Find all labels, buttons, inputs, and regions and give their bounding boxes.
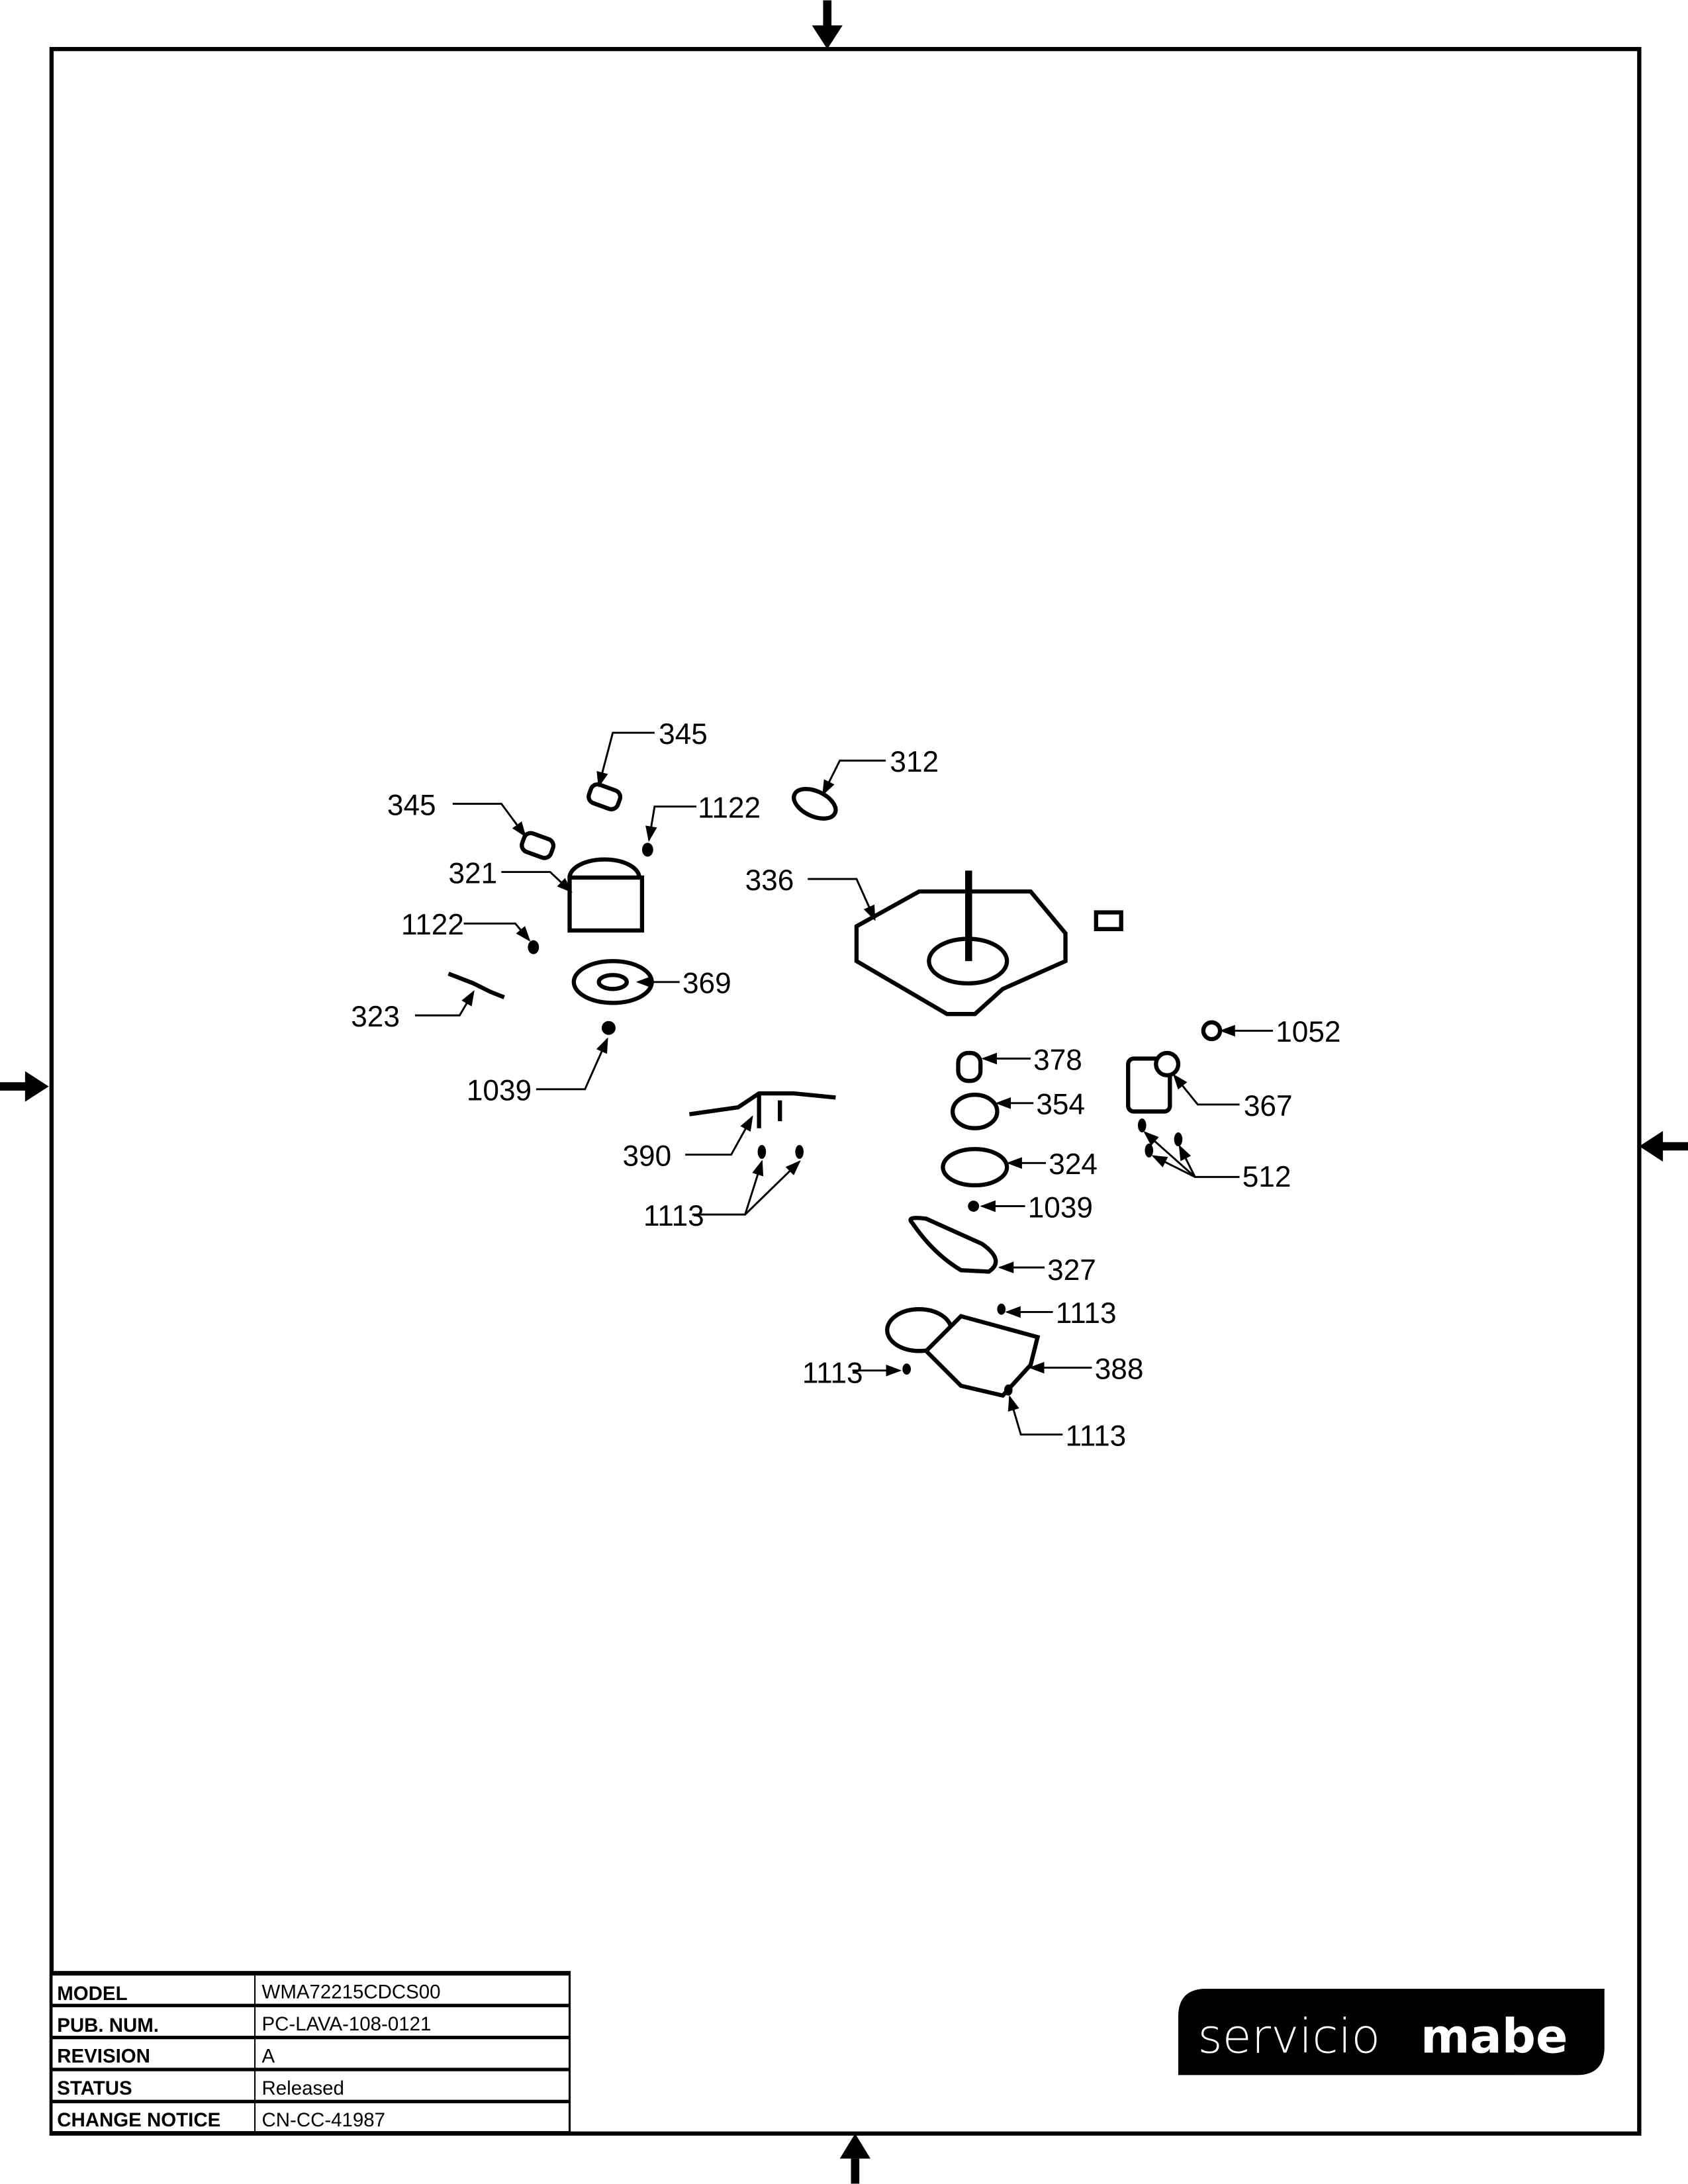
callout-369: 369 — [682, 968, 731, 1000]
callout-345-top: 345 — [659, 718, 708, 751]
callout-367: 367 — [1244, 1090, 1293, 1122]
callout-324: 324 — [1049, 1148, 1098, 1181]
callout-1122-left: 1122 — [401, 909, 464, 941]
callout-1052: 1052 — [1276, 1016, 1340, 1048]
callout-327: 327 — [1047, 1254, 1096, 1287]
callout-312: 312 — [890, 746, 939, 778]
callout-1113-upper-right: 1113 — [1056, 1297, 1117, 1330]
callout-1113-left: 1113 — [643, 1200, 704, 1232]
callout-378: 378 — [1033, 1044, 1082, 1076]
title-value-status: Released — [262, 2077, 344, 2099]
logo-word-servicio: servicio — [1197, 2009, 1380, 2064]
title-label-change-notice: CHANGE NOTICE — [57, 2109, 220, 2131]
servicio-mabe-logo: servicio mabe — [1178, 1988, 1605, 2075]
callout-388: 388 — [1095, 1353, 1144, 1385]
callout-1039-center: 1039 — [1028, 1191, 1093, 1224]
title-value-model: WMA72215CDCS00 — [262, 1981, 441, 2003]
title-value-change-notice: CN-CC-41987 — [262, 2109, 385, 2131]
title-label-status: STATUS — [57, 2077, 132, 2099]
callout-512: 512 — [1243, 1161, 1291, 1193]
callout-390: 390 — [622, 1140, 671, 1173]
parts — [447, 782, 1223, 1398]
title-label-model: MODEL — [57, 1983, 127, 2005]
callout-1122-top: 1122 — [698, 792, 761, 825]
title-value-revision: A — [262, 2045, 275, 2067]
callout-1113-lower-left: 1113 — [802, 1357, 863, 1390]
drawing-border — [49, 46, 1642, 2136]
callout-321: 321 — [448, 857, 497, 889]
callout-345-left: 345 — [387, 789, 436, 821]
title-label-pub-num: PUB. NUM. — [57, 2015, 159, 2036]
logo-word-mabe: mabe — [1421, 2009, 1568, 2064]
callout-1113-bottom: 1113 — [1066, 1420, 1127, 1452]
callout-354: 354 — [1036, 1089, 1085, 1121]
callout-323: 323 — [351, 1001, 400, 1033]
callout-1039-left: 1039 — [467, 1075, 532, 1107]
callout-336: 336 — [745, 864, 794, 897]
callout-labels: 345 345 312 1122 321 336 1122 369 323 10… — [351, 718, 1340, 1452]
title-block: MODEL WMA72215CDCS00 PUB. NUM. PC-LAVA-1… — [50, 1971, 571, 2134]
leader-lines — [414, 731, 1274, 1436]
title-label-revision: REVISION — [57, 2045, 150, 2067]
title-value-pub-num: PC-LAVA-108-0121 — [262, 2013, 432, 2035]
